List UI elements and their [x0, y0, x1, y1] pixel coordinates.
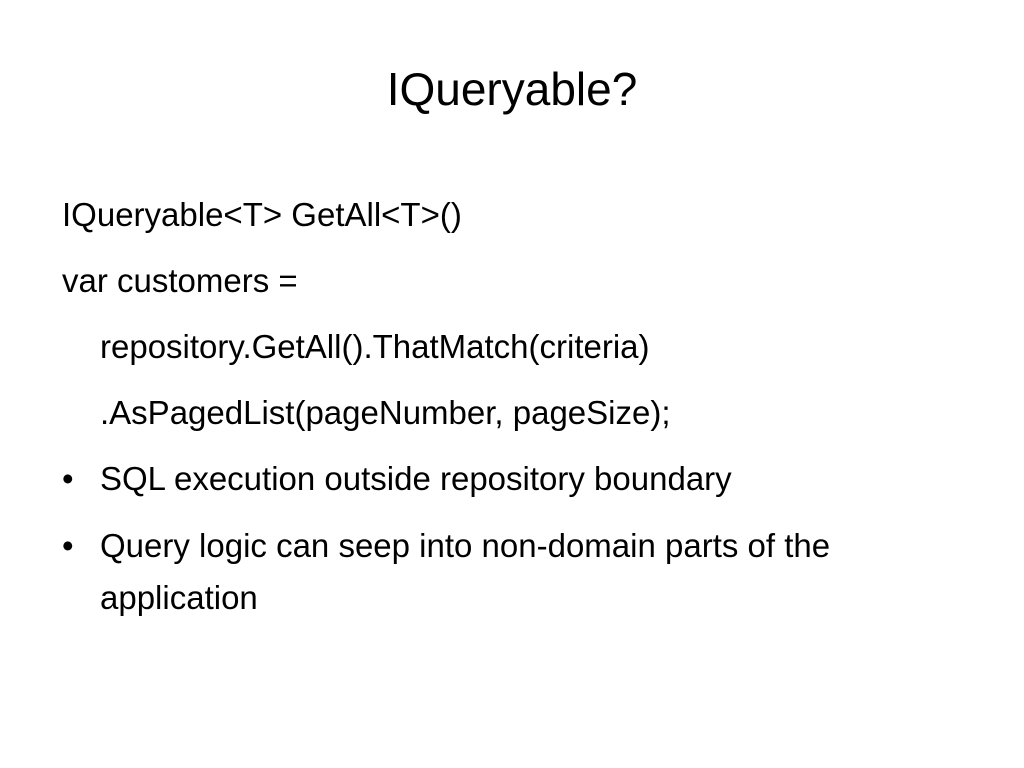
bullet-item-sql-execution: • SQL execution outside repository bound… [62, 454, 982, 520]
slide-title: IQueryable? [386, 63, 638, 115]
code-line-signature: IQueryable<T> GetAll<T>() [62, 196, 462, 233]
slide-content: IQueryable<T> GetAll<T>() var customers … [62, 190, 982, 624]
code-line-paging: .AsPagedList(pageNumber, pageSize); [100, 394, 671, 431]
bullet-icon: • [62, 527, 74, 564]
bullet-icon: • [62, 460, 74, 497]
code-line-declaration: var customers = [62, 262, 298, 299]
bullet-text: Query logic can seep into non-domain par… [100, 527, 831, 616]
bullet-text: SQL execution outside repository boundar… [100, 460, 732, 497]
code-line-query: repository.GetAll().ThatMatch(criteria) [100, 328, 650, 365]
bullet-item-query-logic: • Query logic can seep into non-domain p… [62, 520, 982, 624]
